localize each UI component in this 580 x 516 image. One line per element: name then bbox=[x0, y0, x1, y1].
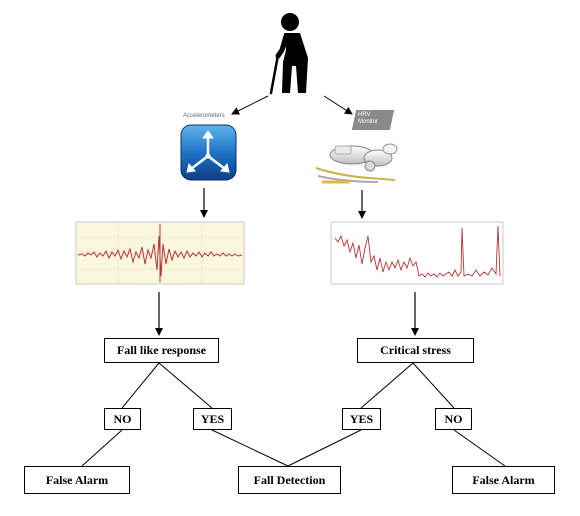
false-alarm-right-box: False Alarm bbox=[452, 466, 555, 494]
accelerometer-signal-plot bbox=[75, 221, 245, 285]
critical-stress-box: Critical stress bbox=[357, 338, 474, 363]
elderly-person-with-cane-icon bbox=[269, 13, 308, 95]
yes-right-box: YES bbox=[342, 408, 381, 430]
hrv-signal-trace bbox=[334, 225, 501, 278]
false-alarm-left-box: False Alarm bbox=[24, 466, 130, 494]
fall-like-response-box: Fall like response bbox=[104, 338, 219, 363]
hrv-label-line1: HRV bbox=[358, 112, 371, 118]
fall-detection-box: Fall Detection bbox=[238, 466, 341, 494]
no-right-box: NO bbox=[435, 408, 472, 430]
no-left-box: NO bbox=[104, 408, 141, 430]
tree-connectors bbox=[81, 362, 506, 467]
accelerometer-axes-icon bbox=[180, 124, 237, 181]
hrv-monitor-label: HRV Monitor bbox=[358, 112, 378, 126]
arrow-person-to-accelerometer bbox=[231, 95, 269, 115]
accelerometer-label: Accelerometers bbox=[183, 113, 225, 119]
arrow-person-to-hrv bbox=[323, 95, 353, 115]
hrv-signal-plot bbox=[330, 221, 504, 285]
hrv-label-line2: Monitor bbox=[358, 119, 379, 125]
hrv-monitor-device-icon bbox=[315, 143, 398, 184]
yes-left-box: YES bbox=[193, 408, 232, 430]
